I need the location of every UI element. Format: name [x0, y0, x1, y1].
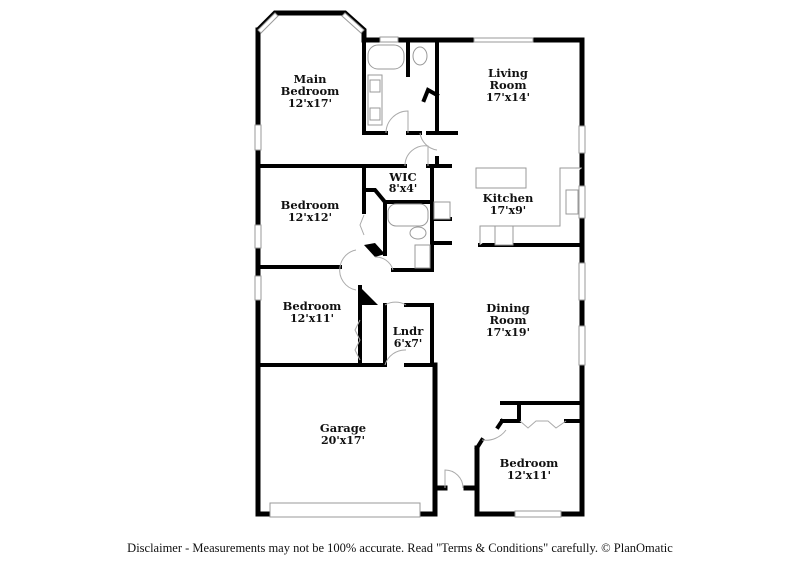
room-garage: Garage 20'x17': [320, 421, 366, 447]
svg-text:12'x17': 12'x17': [288, 97, 332, 110]
room-dining-room: Dining Room 17'x19': [486, 301, 530, 339]
svg-text:17'x9': 17'x9': [490, 204, 526, 217]
svg-text:12'x11': 12'x11': [507, 469, 551, 482]
interior-walls: [256, 38, 584, 451]
room-kitchen: Kitchen 17'x9': [483, 191, 534, 217]
room-bedroom-2: Bedroom 12'x12': [281, 198, 340, 224]
svg-text:17'x19': 17'x19': [486, 326, 530, 339]
disclaimer-text: Disclaimer - Measurements may not be 100…: [127, 541, 673, 555]
svg-text:Bedroom: Bedroom: [500, 456, 559, 470]
svg-text:Garage: Garage: [320, 421, 366, 435]
room-main-bedroom: Main Bedroom 12'x17': [281, 72, 340, 110]
room-bedroom-4: Bedroom 12'x11': [500, 456, 559, 482]
svg-text:6'x7': 6'x7': [394, 337, 423, 350]
master-toilet: [412, 46, 428, 66]
fixtures: [367, 44, 582, 269]
svg-text:WIC: WIC: [388, 170, 416, 184]
svg-text:12'x12': 12'x12': [288, 211, 332, 224]
svg-text:Dining: Dining: [486, 301, 529, 315]
svg-text:Bedroom: Bedroom: [283, 299, 342, 313]
room-laundry: Lndr 6'x7': [393, 324, 424, 350]
windows: [254, 12, 586, 518]
doors: [339, 110, 567, 489]
room-bedroom-3: Bedroom 12'x11': [283, 299, 342, 325]
stove: [494, 225, 514, 246]
sink: [565, 189, 579, 215]
hall-toilet: [409, 226, 427, 240]
room-wic: WIC 8'x4': [388, 170, 417, 195]
svg-text:Bedroom: Bedroom: [281, 198, 340, 212]
svg-text:Lndr: Lndr: [393, 324, 424, 338]
svg-text:Main: Main: [294, 72, 328, 86]
svg-text:8'x4': 8'x4': [389, 182, 418, 195]
hall-tub: [387, 203, 429, 227]
svg-text:Kitchen: Kitchen: [483, 191, 534, 205]
svg-text:17'x14': 17'x14': [486, 91, 530, 104]
kitchen-island: [475, 167, 527, 189]
svg-text:Bedroom: Bedroom: [281, 84, 340, 98]
svg-text:12'x11': 12'x11': [290, 312, 334, 325]
svg-text:Living: Living: [488, 66, 528, 80]
svg-text:Room: Room: [489, 313, 526, 327]
svg-text:Room: Room: [489, 78, 526, 92]
svg-text:20'x17': 20'x17': [321, 434, 365, 447]
pantry: [433, 201, 451, 220]
hall-vanity: [414, 244, 431, 269]
room-living-room: Living Room 17'x14': [486, 66, 530, 104]
room-labels: Main Bedroom 12'x17' Living Room 17'x14'…: [281, 66, 559, 482]
master-tub: [367, 44, 405, 70]
